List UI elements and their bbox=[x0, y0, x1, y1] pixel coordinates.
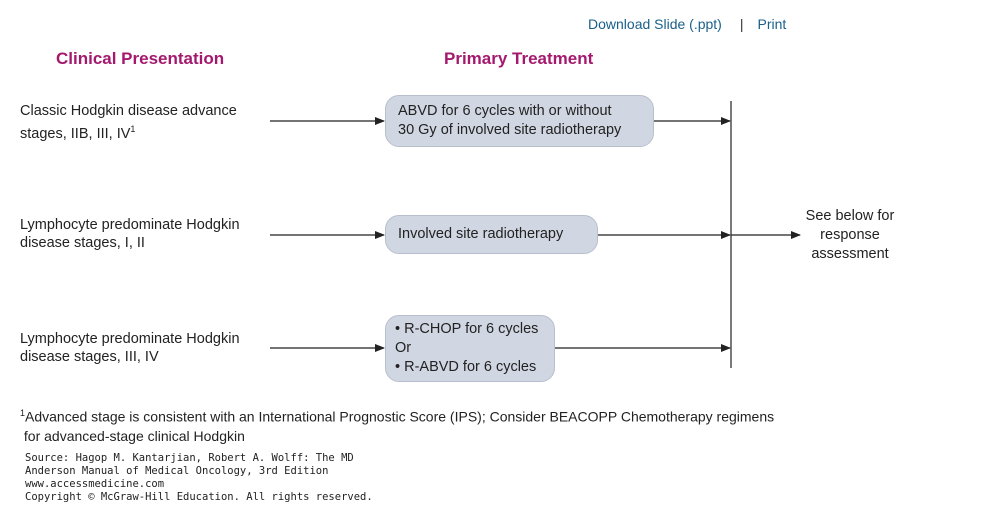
treatment-box-radiotherapy: Involved site radiotherapy bbox=[385, 215, 598, 254]
source-citation: Source: Hagop M. Kantarjian, Robert A. W… bbox=[25, 452, 373, 504]
outcome-line2: response bbox=[820, 227, 880, 243]
clinical-presentation-heading: Clinical Presentation bbox=[56, 49, 225, 68]
source-line3: www.accessmedicine.com bbox=[25, 478, 165, 490]
outcome-line1: See below for bbox=[805, 208, 895, 224]
row3-clinical-label: Lymphocyte predominate Hodgkin disease s… bbox=[20, 330, 240, 366]
row2-clinical-label: Lymphocyte predominate Hodgkin disease s… bbox=[20, 216, 240, 252]
row1-label-line2: stages, IIB, III, IV1 bbox=[20, 120, 237, 143]
treatment-box-abvd: ABVD for 6 cycles with or without 30 Gy … bbox=[385, 95, 654, 147]
link-separator: | bbox=[739, 16, 744, 32]
row1-clinical-label: Classic Hodgkin disease advance stages, … bbox=[20, 102, 237, 143]
footnote-line2: for advanced-stage clinical Hodgkin bbox=[20, 427, 245, 444]
footnote-line1: 1Advanced stage is consistent with an In… bbox=[20, 404, 774, 427]
footnote-marker: 1 bbox=[20, 408, 26, 418]
source-line2: Anderson Manual of Medical Oncology, 3rd… bbox=[25, 465, 329, 477]
box3-line2: Or bbox=[395, 340, 412, 356]
row1-footnote-marker: 1 bbox=[130, 124, 136, 134]
row3-label-line1: Lymphocyte predominate Hodgkin bbox=[20, 331, 240, 347]
row2-label-line1: Lymphocyte predominate Hodgkin bbox=[20, 217, 240, 233]
box1-line1: ABVD for 6 cycles with or without bbox=[398, 103, 612, 119]
outcome-line3: assessment bbox=[811, 246, 889, 262]
footnote: 1Advanced stage is consistent with an In… bbox=[20, 404, 774, 446]
response-assessment-outcome: See below for response assessment bbox=[790, 207, 910, 264]
primary-treatment-heading: Primary Treatment bbox=[444, 49, 594, 68]
top-links: Download Slide (.ppt) | Print bbox=[588, 16, 786, 32]
row3-label-line2: disease stages, III, IV bbox=[20, 349, 159, 365]
box3-line3: • R-ABVD for 6 cycles bbox=[395, 359, 537, 375]
row2-label-line2: disease stages, I, II bbox=[20, 235, 145, 251]
treatment-box-rchop: • R-CHOP for 6 cycles Or • R-ABVD for 6 … bbox=[385, 315, 555, 382]
row1-label-line2-text: stages, IIB, III, IV bbox=[20, 125, 131, 142]
row1-label-line1: Classic Hodgkin disease advance bbox=[20, 103, 237, 119]
source-line4: Copyright © McGraw-Hill Education. All r… bbox=[25, 491, 373, 503]
box1-line2: 30 Gy of involved site radiotherapy bbox=[398, 122, 622, 138]
download-slide-link[interactable]: Download Slide (.ppt) bbox=[588, 16, 722, 32]
box2-line1: Involved site radiotherapy bbox=[398, 226, 564, 242]
box3-line1: • R-CHOP for 6 cycles bbox=[395, 321, 539, 337]
footnote-line1-text: Advanced stage is consistent with an Int… bbox=[25, 408, 775, 425]
source-line1: Source: Hagop M. Kantarjian, Robert A. W… bbox=[25, 452, 354, 464]
print-link[interactable]: Print bbox=[757, 16, 787, 32]
